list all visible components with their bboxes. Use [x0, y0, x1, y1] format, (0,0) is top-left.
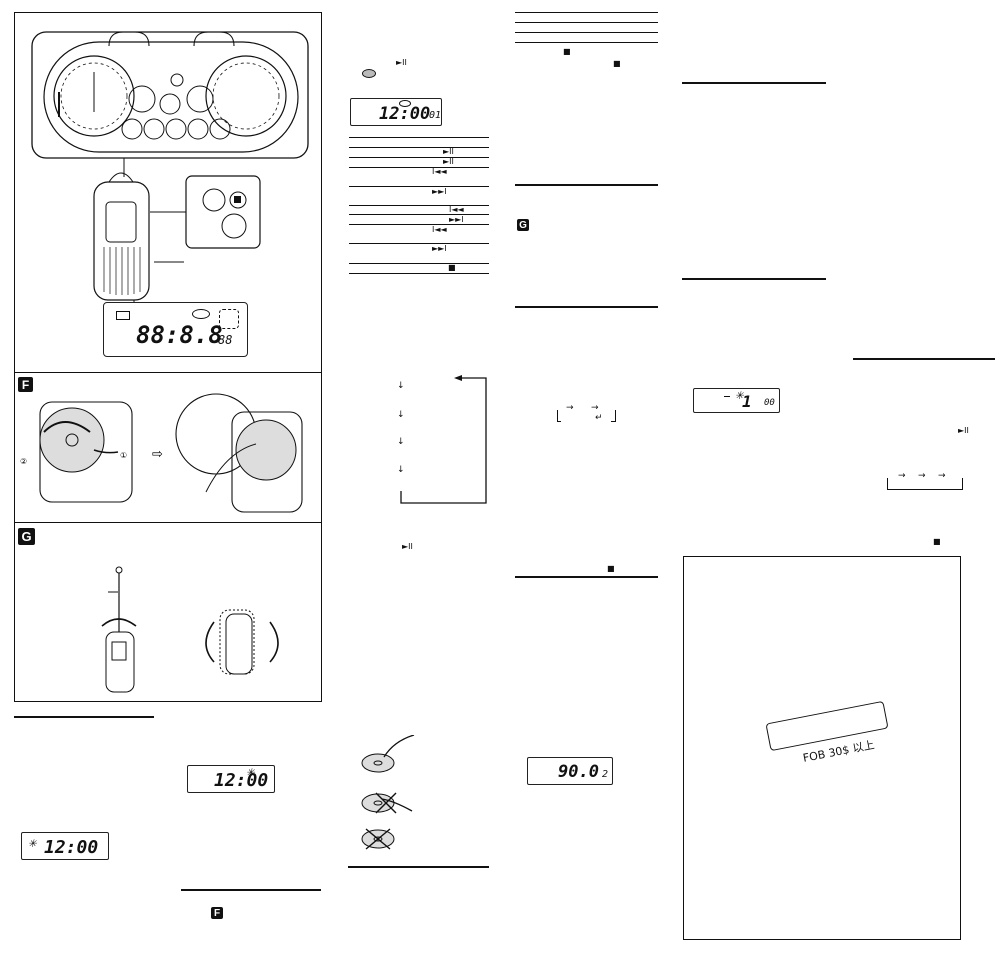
section-rule [14, 716, 154, 718]
stop-symbol: ■ [563, 47, 571, 56]
table-rule [515, 12, 658, 13]
table-rule [349, 186, 489, 187]
mode-arrow: ↓ [397, 410, 405, 420]
cd-icon [399, 100, 411, 107]
table-rule [349, 263, 489, 264]
battery-icon [116, 311, 130, 320]
figure-frame [14, 12, 322, 702]
table-rule [349, 224, 489, 225]
svg-text:⇨: ⇨ [152, 447, 163, 462]
lcd-clock-time: 12:00 [379, 104, 431, 124]
lcd-preset-track: 00 [764, 398, 775, 408]
blink-mark: ✳ [246, 764, 255, 780]
lcd-track: 88 [218, 333, 233, 347]
table-rule [515, 42, 658, 43]
seq-arrow: ↵ [595, 413, 603, 423]
badge-f: F [18, 377, 33, 392]
lcd-freq-digits: 90.0 [558, 762, 599, 782]
lcd-clock-blink-a: 12:00 ✳ [187, 764, 275, 793]
table-rule [349, 137, 489, 138]
segment-indicator [219, 309, 239, 329]
table-rule [515, 32, 658, 33]
table-symbol: ►►I [432, 244, 447, 253]
lcd-clock-track: 01 [429, 110, 442, 121]
mode-arrow: ↓ [397, 381, 405, 391]
section-rule [515, 184, 658, 186]
table-rule [349, 214, 489, 215]
cd-icon [362, 69, 376, 78]
figure-divider-2 [14, 522, 322, 523]
stop-symbol: ■ [613, 59, 621, 68]
section-rule [181, 889, 321, 891]
table-rule [349, 273, 489, 274]
seq-arrow: → [591, 403, 599, 413]
table-symbol: ►►I [449, 215, 464, 224]
table-rule [515, 22, 658, 23]
lcd-clock-blink-b: ✳ 12:00 [21, 832, 109, 860]
section-rule [682, 278, 826, 280]
table-rule [349, 147, 489, 148]
seq-arrow: → [898, 471, 906, 481]
antenna-orientation-illustration [101, 566, 279, 693]
lcd-preset: 2 [602, 769, 609, 780]
device-lcd: 88:8.8 88 [103, 302, 248, 357]
badge-f-ref: F [211, 907, 223, 919]
lcd-clock-digits: 12:00 [44, 837, 99, 858]
seq-arrow: → [918, 471, 926, 481]
lcd-clock-digits: 12:00 [214, 770, 269, 791]
table-symbol: ►►I [432, 187, 447, 196]
mode-arrow: ↓ [397, 465, 405, 475]
lcd-digits: 88:8.8 [136, 321, 223, 349]
blink-mark: ✳ [735, 387, 744, 403]
play-pause-symbol: ►II [396, 58, 407, 67]
play-pause-symbol: ►II [958, 426, 969, 435]
seq-arrow: → [566, 403, 574, 413]
sequence-loop: → → ↵ [555, 402, 619, 423]
disc-handling-icons [361, 735, 415, 850]
svg-text:②: ② [20, 457, 27, 466]
table-rule [349, 205, 489, 206]
table-rule [349, 167, 489, 168]
seq-arrow: → [938, 471, 946, 481]
table-symbol: I◄◄ [432, 167, 447, 176]
badge-g: G [18, 528, 35, 545]
cd-icon [192, 309, 210, 319]
play-pause-symbol: ►II [402, 542, 413, 551]
table-rule [349, 243, 489, 244]
blink-mark: ✳ [28, 835, 37, 851]
stop-symbol-heading: ■ [607, 564, 615, 573]
table-symbol: I◄◄ [449, 205, 464, 214]
mode-cycle-loop [400, 375, 487, 504]
table-symbol: ►II [443, 157, 454, 166]
figure-divider [14, 372, 322, 373]
disc-insert-illustration: ② ① ⇨ [20, 393, 303, 513]
preset-sequence-loop: → → → [885, 470, 965, 490]
mode-arrow: ↓ [397, 437, 405, 447]
section-rule [515, 306, 658, 308]
table-rule [349, 157, 489, 158]
section-rule [853, 358, 995, 360]
table-symbol: ■ [448, 263, 456, 272]
badge-g-ref: G [517, 219, 529, 231]
stop-symbol: ■ [933, 537, 941, 546]
lcd-frequency: 90.0 2 [527, 757, 613, 785]
lcd-preset-blink: 1 ✳ 00 [693, 387, 780, 413]
lcd-clock: 12:00 01 [350, 98, 442, 126]
table-symbol: ►II [443, 147, 454, 156]
section-rule [682, 82, 826, 84]
section-rule [348, 866, 489, 868]
lcd-preset-number: 1 [742, 392, 752, 411]
svg-text:①: ① [120, 451, 127, 460]
notes-frame [683, 556, 961, 940]
device-illustration [31, 31, 309, 312]
table-symbol: I◄◄ [432, 225, 447, 234]
section-rule [515, 576, 658, 578]
